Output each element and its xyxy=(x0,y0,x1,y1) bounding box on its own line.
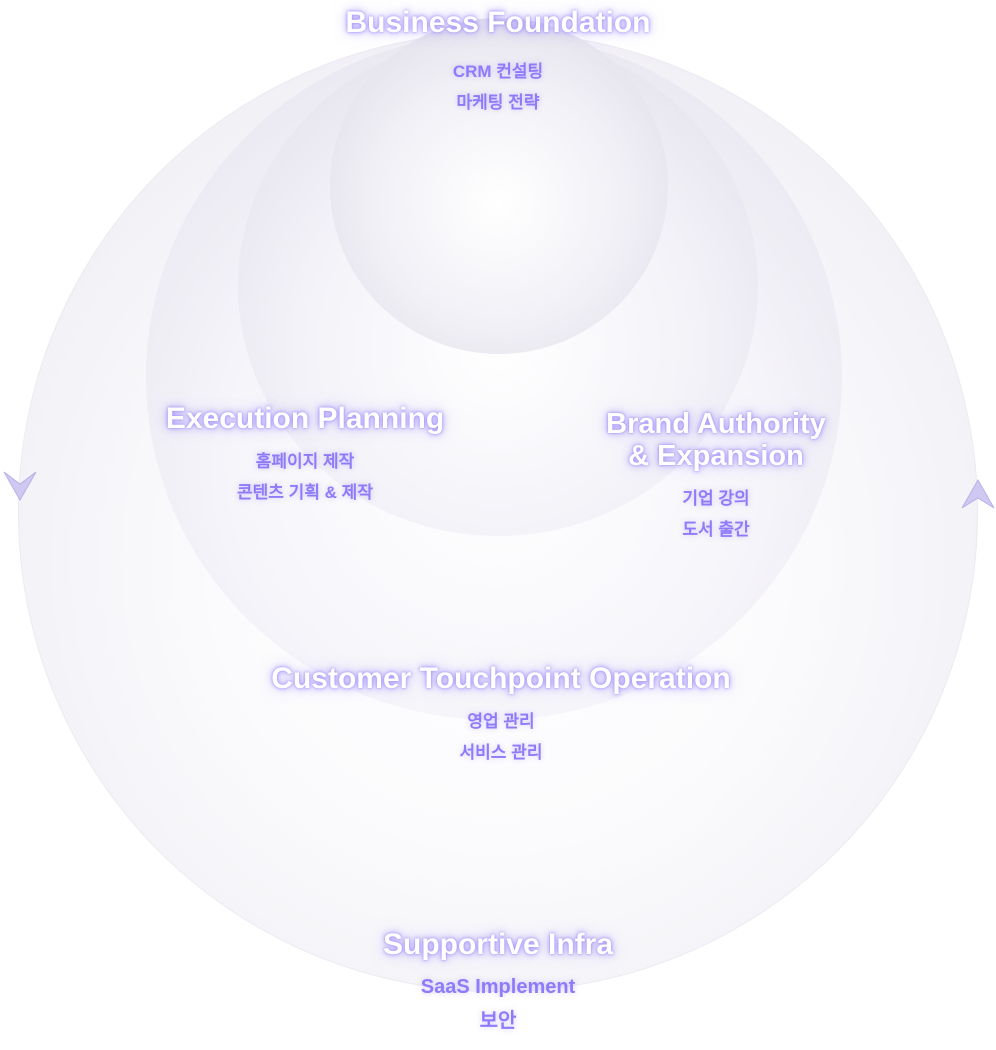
customer-touchpoint-item-2: 서비스 관리 xyxy=(459,742,543,762)
brand-authority-item-2: 도서 출간 xyxy=(682,519,750,539)
supportive-infra-item-2: 보안 xyxy=(479,1009,517,1032)
brand-authority-title-line1: Brand Authority xyxy=(606,408,826,440)
brand-authority-item-1: 기업 강의 xyxy=(682,488,750,508)
execution-planning-item-2: 콘텐츠 기획 & 제작 xyxy=(237,482,373,502)
supportive-infra-block: Supportive Infra SaaS Implement 보안 xyxy=(318,928,678,1038)
circle-business-foundation xyxy=(330,18,668,354)
supportive-infra-item-1: SaaS Implement xyxy=(420,975,576,998)
customer-touchpoint-title: Customer Touchpoint Operation xyxy=(271,662,731,695)
business-foundation-item-1: CRM 컨설팅 xyxy=(452,61,544,81)
execution-planning-title: Execution Planning xyxy=(165,402,445,435)
execution-planning-item-1: 홈페이지 제작 xyxy=(255,451,355,471)
arrow-up-icon xyxy=(961,478,995,509)
customer-touchpoint-item-1: 영업 관리 xyxy=(467,711,535,731)
brand-authority-block: Brand Authority & Expansion 기업 강의 도서 출간 xyxy=(576,408,856,545)
brand-authority-title-line2: & Expansion xyxy=(628,440,804,473)
customer-touchpoint-block: Customer Touchpoint Operation 영업 관리 서비스 … xyxy=(218,662,784,768)
business-foundation-item-2: 마케팅 전략 xyxy=(456,92,540,112)
business-foundation-title: Business Foundation xyxy=(345,6,651,39)
arrow-down-icon xyxy=(3,471,37,502)
supportive-infra-title: Supportive Infra xyxy=(382,928,614,961)
business-foundation-block: Business Foundation CRM 컨설팅 마케팅 전략 xyxy=(318,6,678,118)
execution-planning-block: Execution Planning 홈페이지 제작 콘텐츠 기획 & 제작 xyxy=(140,402,470,508)
